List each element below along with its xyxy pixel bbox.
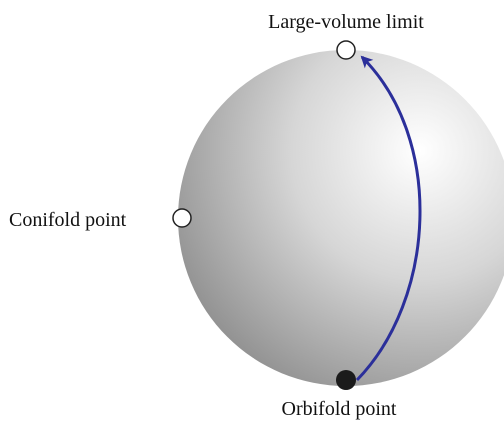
- large-volume-label: Large-volume limit: [268, 11, 424, 33]
- conifold-label: Conifold point: [9, 209, 127, 231]
- large-volume-point: [336, 40, 356, 60]
- orbifold-point: [336, 370, 356, 390]
- moduli-sphere: [178, 50, 504, 386]
- flow-arrow: [355, 55, 422, 382]
- conifold-point: [172, 208, 192, 228]
- orbifold-label: Orbifold point: [282, 398, 397, 420]
